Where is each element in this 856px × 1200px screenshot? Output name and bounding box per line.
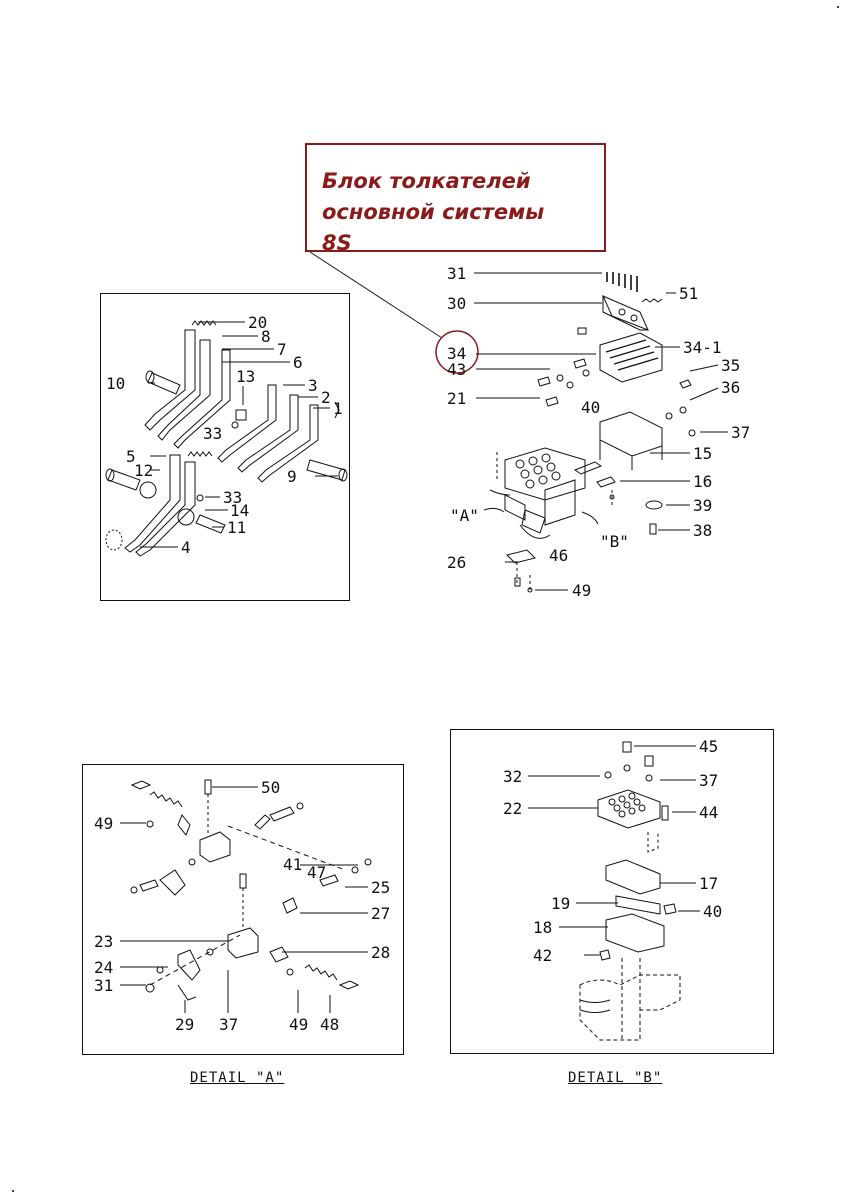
part-label-28: 28 bbox=[371, 943, 391, 962]
part-label-51: 51 bbox=[679, 284, 699, 303]
part-label-47: 47 bbox=[307, 863, 327, 882]
part-label-37-b: 37 bbox=[699, 771, 719, 790]
part-label-37-a: 37 bbox=[219, 1015, 239, 1034]
title-callout-text: Блок толкателей основной системы 8S bbox=[322, 166, 602, 259]
left-inset-panel bbox=[100, 293, 350, 601]
part-label-14: 14 bbox=[230, 501, 250, 520]
part-label-12: 12 bbox=[134, 461, 154, 480]
part-label-46: 46 bbox=[549, 546, 569, 565]
part-label-3: 3 bbox=[308, 376, 318, 395]
part-label-27: 27 bbox=[371, 904, 391, 923]
part-label-15: 15 bbox=[693, 444, 713, 463]
part-label-49-a-top: 49 bbox=[94, 814, 114, 833]
callout-line-1: Блок толкателей bbox=[322, 169, 531, 193]
part-label-31-a: 31 bbox=[94, 976, 114, 995]
part-label-25: 25 bbox=[371, 878, 391, 897]
part-label-49: 49 bbox=[572, 581, 592, 600]
part-label-33-upper: 33 bbox=[203, 424, 223, 443]
part-label-9: 9 bbox=[287, 467, 297, 486]
detail-a-caption: DETAIL "A" bbox=[190, 1070, 285, 1086]
scan-speck bbox=[12, 1190, 14, 1192]
part-label-33-lower: 33 bbox=[223, 488, 243, 507]
part-label-24: 24 bbox=[94, 958, 114, 977]
part-label-40: 40 bbox=[581, 398, 601, 417]
part-label-4: 4 bbox=[181, 538, 191, 557]
title-callout-box bbox=[305, 143, 606, 252]
part-label-31: 31 bbox=[447, 264, 467, 283]
detail-b-caption: DETAIL "B" bbox=[568, 1070, 663, 1086]
part-label-13: 13 bbox=[236, 367, 256, 386]
callout-line-2: основной системы bbox=[322, 200, 545, 224]
part-label-2: 2 bbox=[321, 388, 331, 407]
part-label-37: 37 bbox=[731, 423, 751, 442]
part-label-17: 17 bbox=[699, 874, 719, 893]
part-label-19: 19 bbox=[551, 894, 571, 913]
part-label-32: 32 bbox=[503, 767, 523, 786]
detail-b-panel bbox=[450, 729, 774, 1054]
part-label-30: 30 bbox=[447, 294, 467, 313]
part-label-43: 43 bbox=[447, 360, 467, 379]
part-label-26: 26 bbox=[447, 553, 467, 572]
part-label-45: 45 bbox=[699, 737, 719, 756]
part-label-35: 35 bbox=[721, 356, 741, 375]
part-label-21: 21 bbox=[447, 389, 467, 408]
detail-a-panel bbox=[82, 764, 404, 1055]
part-label-41: 41 bbox=[283, 855, 303, 874]
callout-line-3: 8S bbox=[322, 231, 352, 255]
part-label-49-a-bottom: 49 bbox=[289, 1015, 309, 1034]
part-label-38: 38 bbox=[693, 521, 713, 540]
part-label-50: 50 bbox=[261, 778, 281, 797]
part-label-20: 20 bbox=[248, 313, 268, 332]
part-label-42: 42 bbox=[533, 946, 553, 965]
part-label-29: 29 bbox=[175, 1015, 195, 1034]
part-label-40-b: 40 bbox=[703, 902, 723, 921]
part-label-16: 16 bbox=[693, 472, 713, 491]
part-label-11: 11 bbox=[227, 518, 247, 537]
part-label-1: 1 bbox=[333, 399, 343, 418]
part-label-48: 48 bbox=[320, 1015, 340, 1034]
part-label-22: 22 bbox=[503, 799, 523, 818]
part-label-6: 6 bbox=[293, 353, 303, 372]
scan-speck bbox=[837, 6, 839, 8]
part-label-8: 8 bbox=[261, 327, 271, 346]
part-label-39: 39 bbox=[693, 496, 713, 515]
part-label-7: 7 bbox=[277, 340, 287, 359]
part-label-23: 23 bbox=[94, 932, 114, 951]
part-label-34: 34 bbox=[447, 344, 467, 363]
part-label-34-1: 34-1 bbox=[683, 338, 722, 357]
part-label-18: 18 bbox=[533, 918, 553, 937]
detail-marker-a: "A" bbox=[450, 506, 479, 525]
part-label-10: 10 bbox=[106, 374, 126, 393]
detail-marker-b: "B" bbox=[600, 532, 629, 551]
part-label-36: 36 bbox=[721, 378, 741, 397]
part-label-44: 44 bbox=[699, 803, 719, 822]
part-label-5: 5 bbox=[126, 447, 136, 466]
